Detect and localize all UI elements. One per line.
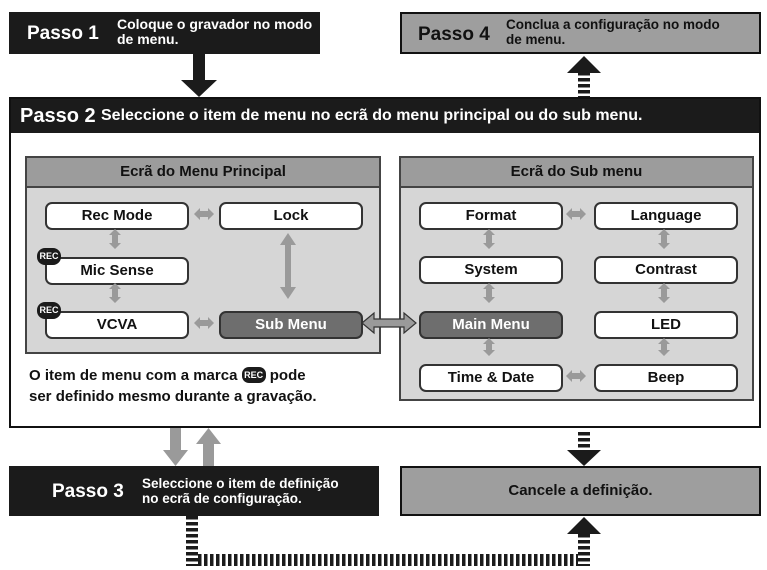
arrow-step2-to-step3 — [163, 428, 188, 466]
step2-text: Seleccione o item de menu no ecrã do men… — [101, 107, 643, 124]
menu-item-lock[interactable]: Lock — [219, 202, 363, 230]
menu-item-mic-sense[interactable]: Mic Sense — [45, 257, 189, 285]
step3-text-line2: no ecrã de configuração. — [142, 491, 302, 506]
cancel-box: Cancele a definição. — [400, 466, 761, 516]
sub-panel-connectors — [483, 208, 670, 382]
menu-item-format[interactable]: Format — [419, 202, 563, 230]
menu-item-led[interactable]: LED — [594, 311, 738, 339]
step3-number: Passo 3 — [52, 481, 124, 502]
rec-note-badge: REC — [241, 367, 266, 383]
step1-number: Passo 1 — [27, 23, 99, 44]
step3-text: Seleccione o item de definição no ecrã d… — [142, 476, 339, 506]
main-menu-title: Ecrã do Menu Principal — [27, 158, 379, 188]
menu-item-contrast[interactable]: Contrast — [594, 256, 738, 284]
rec-badge-vcva: REC — [37, 302, 61, 319]
menu-item-main-menu[interactable]: Main Menu — [419, 311, 563, 339]
menu-item-system[interactable]: System — [419, 256, 563, 284]
step4-text: Conclua a configuração no modo de menu. — [506, 17, 720, 47]
step2-header: Passo 2 Seleccione o item de menu no ecr… — [11, 99, 759, 133]
rec-note-line1-before: O item de menu com a marca — [29, 367, 238, 384]
step1-text-line1: Coloque o gravador no modo — [117, 16, 313, 32]
step4-text-line2: de menu. — [506, 32, 566, 47]
step1-text-line2: de menu. — [117, 31, 179, 47]
rec-badge-mic-sense: REC — [37, 248, 61, 265]
menu-item-time-date[interactable]: Time & Date — [419, 364, 563, 392]
step1-text: Coloque o gravador no modo de menu. — [117, 17, 312, 47]
sub-menu-panel: Ecrã do Sub menu Format Language System … — [399, 156, 754, 401]
sub-menu-title: Ecrã do Sub menu — [401, 158, 752, 188]
arrow-step2-to-step4 — [567, 56, 601, 97]
step2-number: Passo 2 — [20, 105, 96, 127]
cancel-text: Cancele a definição. — [508, 482, 653, 499]
main-menu-panel: Ecrã do Menu Principal Rec Mode Lock Mic… — [25, 156, 381, 354]
menu-item-rec-mode[interactable]: Rec Mode — [45, 202, 189, 230]
loop-step3-to-cancel — [186, 516, 601, 566]
main-panel-connectors — [109, 208, 296, 329]
step4-box: Passo 4 Conclua a configuração no modo d… — [400, 12, 761, 54]
rec-note-line2: ser definido mesmo durante a gravação. — [29, 388, 317, 405]
rec-note: O item de menu com a marca REC pode ser … — [29, 365, 317, 407]
step4-number: Passo 4 — [418, 24, 490, 45]
arrow-step2-to-cancel — [567, 430, 601, 466]
rec-note-line1-after: pode — [269, 367, 306, 384]
menu-item-beep[interactable]: Beep — [594, 364, 738, 392]
step2-box: Passo 2 Seleccione o item de menu no ecr… — [9, 97, 761, 428]
step3-text-line1: Seleccione o item de definição — [142, 476, 339, 491]
menu-item-sub-menu[interactable]: Sub Menu — [219, 311, 363, 339]
step3-box: Passo 3 Seleccione o item de definição n… — [9, 466, 379, 516]
arrow-step3-to-step2 — [196, 428, 221, 466]
panel-link-arrow — [361, 311, 417, 335]
arrow-step1-to-step2 — [181, 54, 217, 97]
menu-item-vcva[interactable]: VCVA — [45, 311, 189, 339]
step1-box: Passo 1 Coloque o gravador no modo de me… — [9, 12, 320, 54]
step4-text-line1: Conclua a configuração no modo — [506, 17, 720, 32]
menu-item-language[interactable]: Language — [594, 202, 738, 230]
